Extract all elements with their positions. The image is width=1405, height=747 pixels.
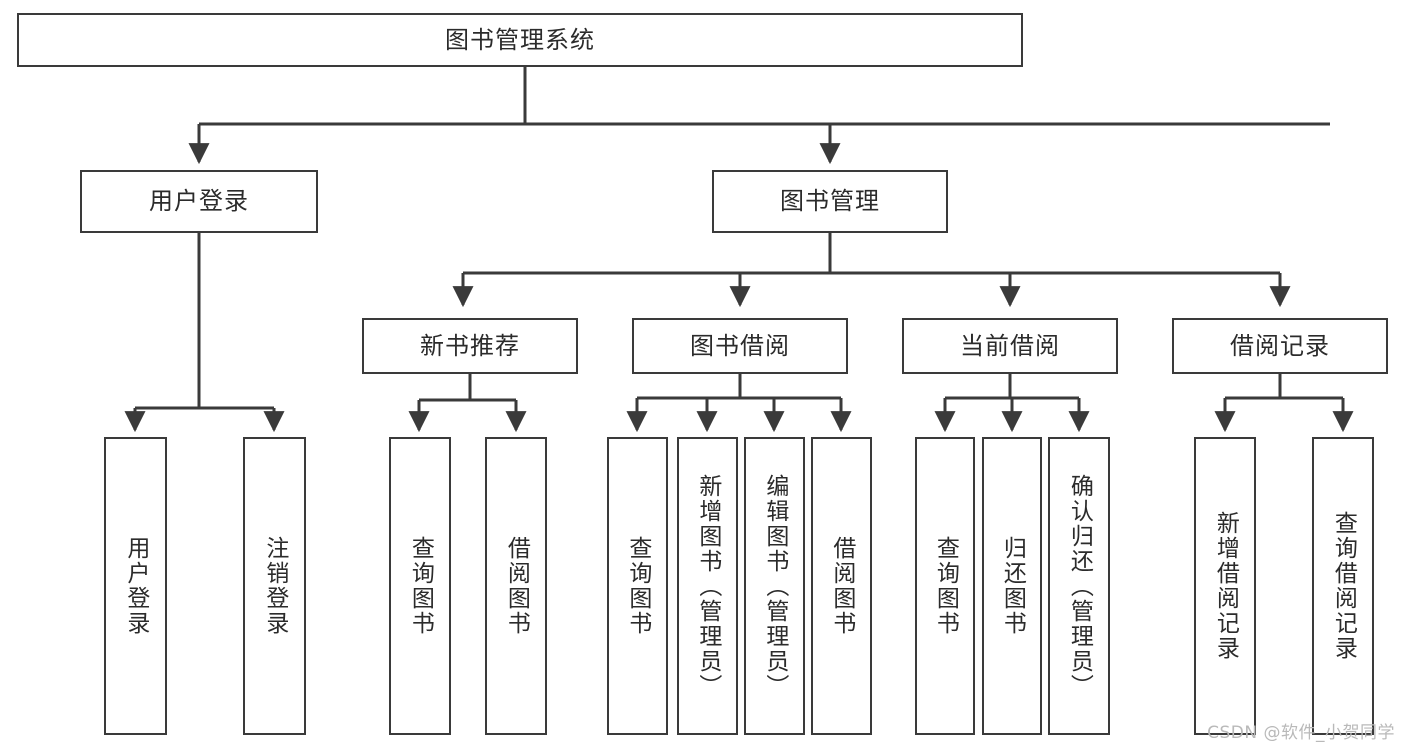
node-label: 图书管理系统 bbox=[445, 25, 595, 54]
node-leaf-record-add-record[interactable]: 新增借阅记录 bbox=[1194, 437, 1256, 735]
node-root-system[interactable]: 图书管理系统 bbox=[17, 13, 1023, 67]
node-leaf-record-query-record[interactable]: 查询借阅记录 bbox=[1312, 437, 1374, 735]
node-leaf-current-return-book[interactable]: 归还图书 bbox=[982, 437, 1042, 735]
node-label: 新增图书（管理员） bbox=[694, 473, 721, 699]
node-label: 查询图书 bbox=[932, 536, 959, 636]
node-book-management[interactable]: 图书管理 bbox=[712, 170, 948, 233]
node-label: 注销登录 bbox=[261, 536, 288, 636]
node-book-borrow[interactable]: 图书借阅 bbox=[632, 318, 848, 374]
node-label: 查询图书 bbox=[624, 536, 651, 636]
node-label: 当前借阅 bbox=[960, 331, 1060, 360]
node-label: 借阅记录 bbox=[1230, 331, 1330, 360]
node-label: 图书管理 bbox=[780, 187, 880, 216]
node-leaf-borrow-add-book-admin[interactable]: 新增图书（管理员） bbox=[677, 437, 738, 735]
node-user-login[interactable]: 用户登录 bbox=[80, 170, 318, 233]
node-label: 用户登录 bbox=[149, 187, 249, 216]
node-leaf-user-login[interactable]: 用户登录 bbox=[104, 437, 167, 735]
node-label: 确认归还（管理员） bbox=[1066, 473, 1093, 699]
node-leaf-borrow-edit-book-admin[interactable]: 编辑图书（管理员） bbox=[744, 437, 805, 735]
node-label: 用户登录 bbox=[122, 536, 149, 636]
node-leaf-borrow-query-book[interactable]: 查询图书 bbox=[607, 437, 668, 735]
csdn-watermark: CSDN @软件_小贺同学 bbox=[1207, 723, 1395, 743]
node-leaf-recommend-query-book[interactable]: 查询图书 bbox=[389, 437, 451, 735]
node-borrow-record[interactable]: 借阅记录 bbox=[1172, 318, 1388, 374]
node-label: 归还图书 bbox=[999, 536, 1026, 636]
node-label: 查询图书 bbox=[407, 536, 434, 636]
node-label: 图书借阅 bbox=[690, 331, 790, 360]
node-leaf-current-confirm-return-admin[interactable]: 确认归还（管理员） bbox=[1048, 437, 1110, 735]
node-leaf-recommend-borrow-book[interactable]: 借阅图书 bbox=[485, 437, 547, 735]
node-label: 新增借阅记录 bbox=[1212, 511, 1239, 661]
node-leaf-user-logout[interactable]: 注销登录 bbox=[243, 437, 306, 735]
node-current-borrow[interactable]: 当前借阅 bbox=[902, 318, 1118, 374]
node-label: 借阅图书 bbox=[503, 536, 530, 636]
node-label: 编辑图书（管理员） bbox=[761, 473, 788, 699]
node-label: 查询借阅记录 bbox=[1330, 511, 1357, 661]
node-leaf-current-query-book[interactable]: 查询图书 bbox=[915, 437, 975, 735]
node-label: 借阅图书 bbox=[828, 536, 855, 636]
node-label: 新书推荐 bbox=[420, 331, 520, 360]
node-leaf-borrow-borrow-book[interactable]: 借阅图书 bbox=[811, 437, 872, 735]
node-new-book-recommend[interactable]: 新书推荐 bbox=[362, 318, 578, 374]
